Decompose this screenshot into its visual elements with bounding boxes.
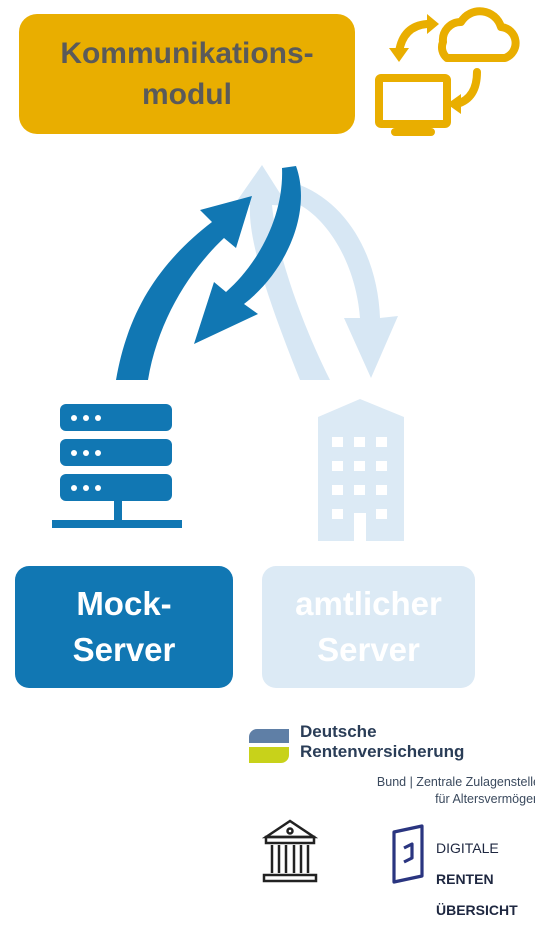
cloud-sync-icon xyxy=(375,7,520,136)
kommunikationsmodul-box: Kommunikations- modul xyxy=(19,14,355,134)
mock-server-label: Mock- Server xyxy=(72,585,176,668)
drv-logo-subline: Bund | Zentrale Zulagenstelle für Alters… xyxy=(376,775,535,806)
server-rack-icon xyxy=(52,404,182,528)
rentenuebersicht-logo-icon xyxy=(392,824,424,884)
mock-server-box: Mock- Server xyxy=(15,566,233,688)
rentenuebersicht-line1: DIGITALE xyxy=(436,839,499,856)
mock-flow-arrows xyxy=(116,166,301,380)
flow-arrows xyxy=(116,165,398,380)
office-building-icon xyxy=(318,399,404,541)
amtlicher-server-label: amtlicher Server xyxy=(295,585,442,668)
rentenuebersicht-line3: ÜBERSICHT xyxy=(436,902,518,919)
rentenuebersicht-line2: RENTEN xyxy=(436,871,494,888)
kommunikationsmodul-label: Kommunikations- modul xyxy=(60,36,314,111)
amtlicher-server-box: amtlicher Server xyxy=(262,566,475,688)
government-building-icon xyxy=(262,819,318,883)
drv-logo-name: Deutsche Rentenversicherung xyxy=(300,722,465,762)
official-flow-arrows xyxy=(232,165,398,380)
drv-logo-icon xyxy=(249,729,289,763)
rentenuebersicht-logo-text: DIGITALE RENTEN ÜBERSICHT xyxy=(436,825,518,935)
